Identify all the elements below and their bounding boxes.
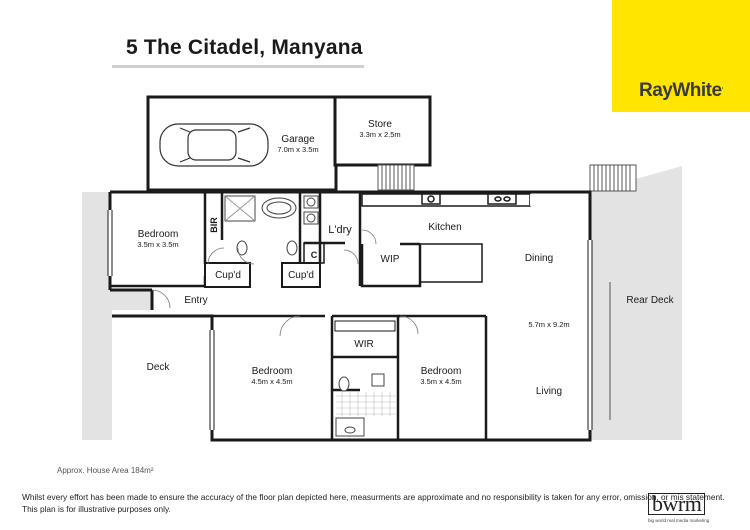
door-swings xyxy=(151,229,419,337)
laundry-label: L'dry xyxy=(328,224,352,236)
deck-area xyxy=(82,192,152,440)
brand-wordmark: RayWhite. xyxy=(638,80,724,101)
bedroom3-label: Bedroom xyxy=(421,366,462,377)
bir-label: BIR xyxy=(209,217,219,233)
store xyxy=(333,95,432,167)
bedroom2-size: 4.5m x 4.5m xyxy=(251,377,292,386)
car-icon xyxy=(159,123,269,167)
disclaimer-line: This plan is for illustrative purposes o… xyxy=(22,504,171,514)
wir-shelf xyxy=(334,320,396,332)
bwrm-tagline: big world real media marketing xyxy=(648,518,710,523)
living-label: Living xyxy=(536,386,562,397)
wir-label: WIR xyxy=(354,339,373,350)
wip-label: WIP xyxy=(381,254,400,265)
bedroom2-label: Bedroom xyxy=(252,366,293,377)
bedroom1-size: 3.5m x 3.5m xyxy=(137,240,178,249)
house-area-note: Approx. House Area 184m² xyxy=(57,466,154,475)
stairs-rear xyxy=(589,164,637,192)
bwrm-wordmark: bwrm xyxy=(648,493,706,515)
bedroom3-size: 3.5m x 4.5m xyxy=(420,377,461,386)
deck-label: Deck xyxy=(147,362,171,373)
store-size: 3.3m x 2.5m xyxy=(359,130,400,139)
bedroom1-label: Bedroom xyxy=(138,229,179,240)
title-underline xyxy=(112,65,364,68)
property-title: 5 The Citadel, Manyana xyxy=(126,36,363,59)
bathroom xyxy=(224,195,298,256)
shower-tiles xyxy=(336,392,396,416)
credit-logo: bwrm big world real media marketing xyxy=(648,493,720,523)
ensuite xyxy=(335,373,385,437)
store-label: Store xyxy=(368,119,392,130)
kitchen-label: Kitchen xyxy=(428,222,461,233)
kitchen-benches xyxy=(361,193,588,283)
laundry-fixtures xyxy=(303,195,319,225)
dining-label: Dining xyxy=(525,253,553,264)
cupd2-label: Cup'd xyxy=(288,270,314,281)
rear-deck-area xyxy=(590,166,682,440)
cupd1-label: Cup'd xyxy=(215,270,241,281)
garage-label: Garage xyxy=(281,134,315,145)
c-label: C xyxy=(311,250,318,260)
disclaimer-line: Whilst every effort has been made to ens… xyxy=(22,492,725,502)
entry-label: Entry xyxy=(184,295,207,306)
rear-deck-label: Rear Deck xyxy=(626,295,674,306)
stairs-front xyxy=(377,164,415,191)
disclaimer: Whilst every effort has been made to ens… xyxy=(22,491,725,515)
cupboard-1 xyxy=(204,262,251,288)
windows xyxy=(107,210,611,430)
brand-logo: RayWhite. xyxy=(612,0,750,112)
garage-size: 7.0m x 3.5m xyxy=(277,145,318,154)
living-size: 5.7m x 9.2m xyxy=(528,320,569,329)
